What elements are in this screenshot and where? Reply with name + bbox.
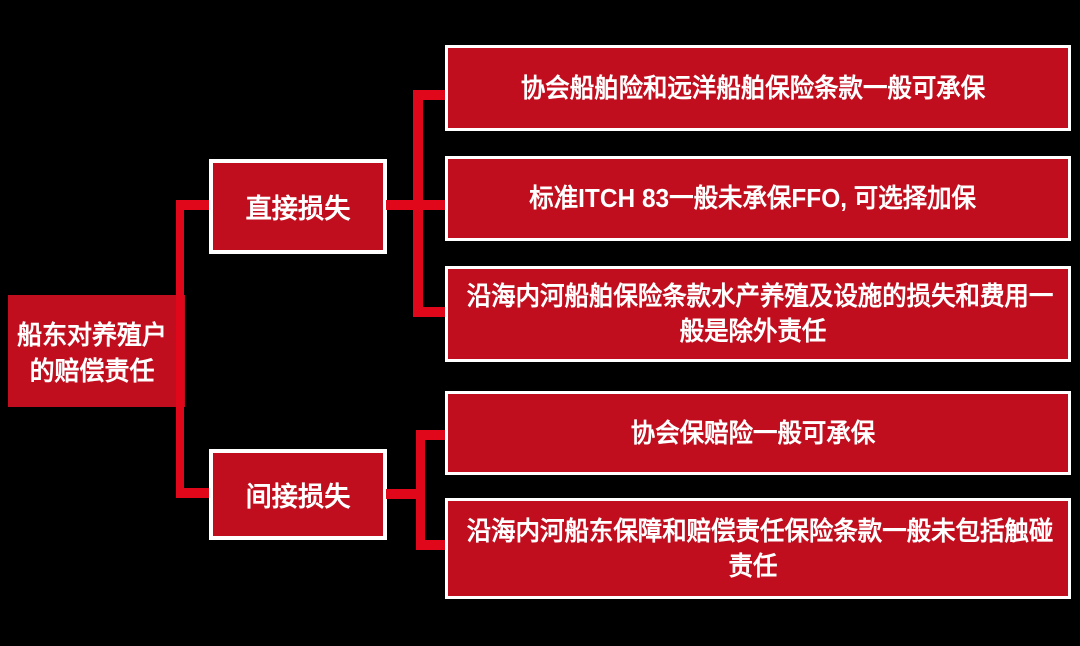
connector-to-leaf5 [425,540,445,550]
node-leaf-pandi-label: 协会保赔险一般可承保 [448,416,1068,451]
connector-root-to-direct [176,200,209,210]
node-leaf-itch83-line-1: 标准ITCH 83一般未承保FFO, 可选择加保 [529,183,977,213]
node-leaf-coastal-pandi-line-2: 责任 [728,550,778,581]
node-root-label: 船东对养殖户 的赔偿责任 [8,314,185,389]
node-direct-loss-text: 直接损失 [245,194,351,224]
node-leaf-pandi-line-1: 协会保赔险一般可承保 [630,417,876,448]
connector-root-to-indirect [176,488,209,498]
node-direct-loss[interactable]: 直接损失 [209,159,387,254]
node-leaf-coastal-pandi-label: 沿海内河船东保障和赔偿责任保险条款一般未包括触碰 责任 [448,514,1068,584]
node-leaf-coastal-pandi-line-1: 沿海内河船东保障和赔偿责任保险条款一般未包括触碰 [466,515,1054,546]
connector-to-leaf3 [423,307,445,317]
node-root-line-1: 船东对养殖户 [17,319,167,350]
connector-root-vertical [176,200,184,498]
connector-direct-vertical [413,90,423,317]
node-indirect-loss[interactable]: 间接损失 [209,449,387,540]
connector-indirect-vertical [416,430,425,550]
node-root-line-2: 的赔偿责任 [29,355,155,386]
node-leaf-itch83-label: 标准ITCH 83一般未承保FFO, 可选择加保 [448,181,1068,216]
node-leaf-coastal-pandi[interactable]: 沿海内河船东保障和赔偿责任保险条款一般未包括触碰 责任 [445,498,1071,599]
node-leaf-hull-clauses-line-1: 协会船舶险和远洋船舶保险条款一般可承保 [520,72,986,103]
node-leaf-hull-clauses[interactable]: 协会船舶险和远洋船舶保险条款一般可承保 [445,45,1071,131]
connector-indirect-horizontal [386,489,424,499]
node-leaf-coastal-hull-line-1: 沿海内河船舶保险条款水产养殖及设施的损失和费用一 [466,281,1054,311]
connector-to-leaf1 [423,90,445,100]
node-leaf-coastal-hull-label: 沿海内河船舶保险条款水产养殖及设施的损失和费用一 般是除外责任 [448,279,1068,349]
node-direct-loss-label: 直接损失 [213,187,383,226]
node-leaf-hull-clauses-label: 协会船舶险和远洋船舶保险条款一般可承保 [448,71,1068,106]
node-leaf-pandi[interactable]: 协会保赔险一般可承保 [445,391,1071,475]
node-leaf-coastal-hull-line-2: 般是除外责任 [679,316,827,346]
node-root[interactable]: 船东对养殖户 的赔偿责任 [8,295,185,407]
node-leaf-itch83[interactable]: 标准ITCH 83一般未承保FFO, 可选择加保 [445,156,1071,241]
node-indirect-loss-label: 间接损失 [213,475,383,514]
node-indirect-loss-text: 间接损失 [245,482,351,512]
node-leaf-coastal-hull[interactable]: 沿海内河船舶保险条款水产养殖及设施的损失和费用一 般是除外责任 [445,266,1071,362]
connector-to-leaf4 [425,430,445,440]
